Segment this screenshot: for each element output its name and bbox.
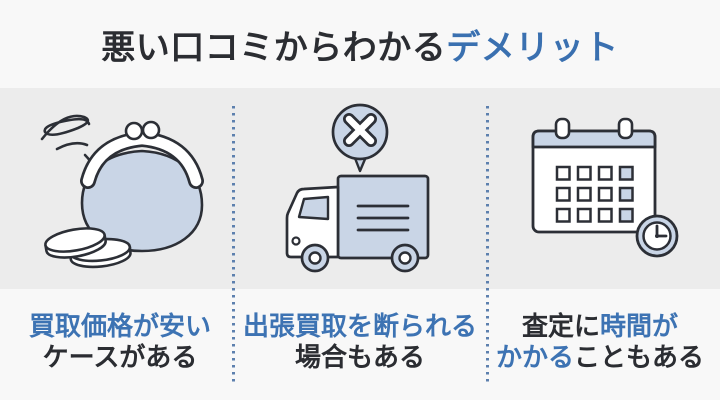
caption-segment: 場合もある <box>294 341 425 372</box>
caption-segment: ケースがある <box>42 341 198 372</box>
calendar-header-strip <box>531 129 657 148</box>
headlight-icon <box>291 235 301 246</box>
caption-segment: 査定に <box>521 310 600 341</box>
clock-icon <box>635 214 679 257</box>
icons-row <box>0 88 720 289</box>
caption-segment: かかる <box>495 341 574 372</box>
page-title: 悪い口コミからわかるデメリット <box>101 20 619 69</box>
column-3-icon-area <box>480 88 720 289</box>
calendar-ring <box>554 117 571 139</box>
caption-line: 出張買取を断られる <box>243 311 477 342</box>
caption-segment: こともある <box>574 341 705 372</box>
coin-icon <box>44 227 107 259</box>
caption-line: かかることもある <box>496 342 704 373</box>
dotted-divider <box>232 106 235 382</box>
refused-delivery-truck-icon <box>285 103 430 272</box>
captions-row: 買取価格が安い ケースがある 出張買取を断られる 場合もある 査定に時間が かか… <box>0 289 720 400</box>
caption-segment: 出張買取を断られる <box>242 310 477 341</box>
caption-line: ケースがある <box>43 342 198 373</box>
header: 悪い口コミからわかるデメリット <box>0 0 720 88</box>
x-mark-icon <box>343 112 377 147</box>
caption-line: 査定に時間が <box>522 311 678 342</box>
column-1-icon-area <box>0 88 240 289</box>
truck-wheels <box>300 243 420 272</box>
caption-slow-assessment: 査定に時間が かかることもある <box>480 289 720 400</box>
calendar-day-grid <box>555 165 634 223</box>
caption-refused-visit: 出張買取を断られる 場合もある <box>240 289 480 400</box>
caption-low-price: 買取価格が安い ケースがある <box>0 289 240 400</box>
title-segment-dark: 悪い口コミからわかる <box>101 28 447 67</box>
caption-segment: 買取価格が安い <box>28 310 211 341</box>
column-2-icon-area <box>240 88 480 289</box>
caption-segment: 時間が <box>600 310 679 341</box>
calendar-ring <box>617 117 634 139</box>
calendar-clock-icon <box>531 117 679 257</box>
coin-purse-icon <box>40 114 204 269</box>
title-segment-accent: デメリット <box>446 28 619 67</box>
truck-window <box>297 195 330 220</box>
dotted-divider <box>486 106 489 382</box>
caption-line: 買取価格が安い <box>29 311 211 342</box>
scribble-lines-icon <box>40 114 96 170</box>
caption-line: 場合もある <box>295 342 425 373</box>
